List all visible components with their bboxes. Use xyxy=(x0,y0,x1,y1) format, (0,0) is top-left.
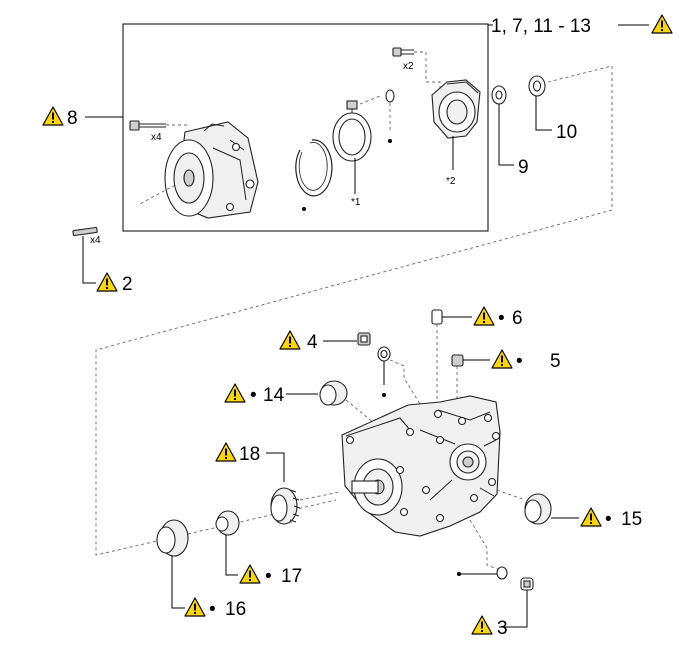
warning-icon xyxy=(239,564,261,584)
warning-icon xyxy=(96,272,118,292)
warning-icon xyxy=(491,349,513,369)
warning-icon xyxy=(279,330,301,350)
warning-icon xyxy=(184,597,206,617)
snap-ring xyxy=(295,139,333,211)
warning-icon xyxy=(215,442,237,462)
o-ring xyxy=(385,89,395,143)
assembly-guide-line xyxy=(95,65,613,556)
side-gear-18: 18 xyxy=(215,442,341,525)
callout-4-label: 4 xyxy=(307,332,318,353)
bullet-6: • xyxy=(498,308,505,329)
flange-nut-17: • 17 xyxy=(215,510,302,587)
washer-10: 10 xyxy=(528,75,577,143)
bullet-5: • xyxy=(516,351,523,372)
breather-plug: • 6 xyxy=(431,306,523,400)
warning-icon xyxy=(471,615,493,635)
callout-1-7-11-13-label: 1, 7, 11 - 13 xyxy=(491,16,591,37)
callout-5-label: 5 xyxy=(550,351,561,372)
callout-8-label: 8 xyxy=(67,108,78,129)
warning-icon xyxy=(580,507,602,527)
warning-icon xyxy=(42,106,64,126)
drain-plug-3: 3 xyxy=(457,519,534,639)
callout-9-label: 9 xyxy=(518,157,529,178)
rear-cover xyxy=(164,121,259,219)
filler-gasket xyxy=(377,346,421,405)
bullet-14: • xyxy=(250,385,257,406)
callout-17-label: 17 xyxy=(281,566,302,587)
callout-6-label: 6 xyxy=(512,308,523,329)
stud-bolt: x4 2 xyxy=(72,226,133,295)
oil-seal-15: • 15 xyxy=(496,489,642,530)
oil-seal-star2: *2 xyxy=(431,79,481,187)
callout-1-7-11-13: 1, 7, 11 - 13 xyxy=(488,14,673,37)
warning-icon xyxy=(473,306,495,326)
seal-plate-star1: *1 xyxy=(332,95,381,208)
callout-18-label: 18 xyxy=(239,444,260,465)
washer-9: 9 xyxy=(491,85,529,178)
bolt-quantity-x4: x4 xyxy=(151,132,162,143)
warning-icon xyxy=(651,14,673,34)
drain-plug: • 5 xyxy=(451,349,561,402)
bullet-15: • xyxy=(605,509,612,530)
callout-3-label: 3 xyxy=(497,618,508,639)
star1-label: *1 xyxy=(351,197,361,208)
bullet-17: • xyxy=(265,566,272,587)
callout-16-label: 16 xyxy=(225,599,246,620)
bracket-bolts: x2 xyxy=(392,47,441,95)
differential-carrier xyxy=(341,395,501,537)
cover-bolt: x4 xyxy=(129,120,190,143)
oil-seal-14: • 14 xyxy=(224,380,381,429)
bullet-16: • xyxy=(209,599,216,620)
callout-2-label: 2 xyxy=(122,274,133,295)
warning-icon xyxy=(224,383,246,403)
bolt-quantity-x2: x2 xyxy=(403,61,414,72)
star2-label: *2 xyxy=(446,176,456,187)
filler-plug: 4 xyxy=(279,330,371,353)
callout-10-label: 10 xyxy=(556,122,577,143)
callout-14-label: 14 xyxy=(263,385,285,406)
rear-cover-inset-box xyxy=(122,23,489,232)
oil-seal-16: • 16 xyxy=(156,519,246,620)
callout-15-label: 15 xyxy=(621,509,642,530)
callout-8: 8 xyxy=(42,106,123,129)
stud-quantity-x4: x4 xyxy=(90,235,101,246)
